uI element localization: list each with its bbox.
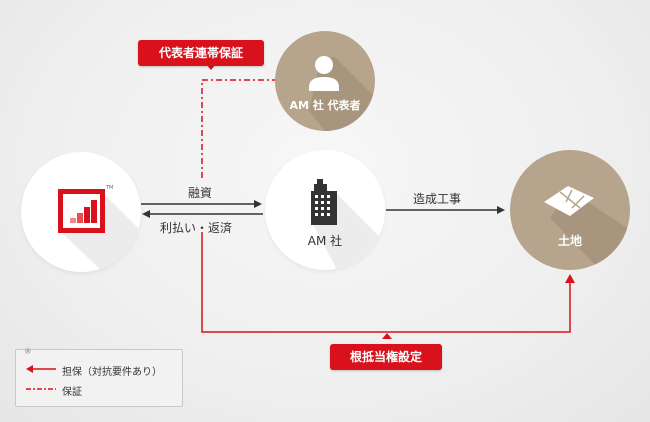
trademark-mark: TM: [106, 185, 114, 191]
loan-arrowhead: [254, 200, 262, 208]
repayment-label: 利払い・返済: [160, 221, 233, 235]
land-icon: [544, 186, 630, 270]
representative-node: AM 社 代表者: [275, 31, 375, 131]
mortgage-line: [201, 232, 571, 333]
construction-label: 造成工事: [413, 192, 462, 206]
company-label: AM 社: [307, 234, 343, 248]
guarantee-badge: 代表者連帯保証: [138, 40, 264, 66]
loan-label: 融資: [188, 186, 213, 200]
guarantee-dashed-line: [201, 79, 275, 178]
building-icon: [311, 179, 385, 270]
mortgage-badge: 根抵当権設定: [330, 344, 442, 370]
lender-node: TM: [21, 152, 141, 272]
mortgage-arrowhead: [565, 274, 575, 283]
lender-logo-icon: [58, 189, 141, 272]
construction-arrowhead: [497, 206, 505, 214]
legend-guarantee-line-icon: [26, 388, 56, 390]
mortgage-badge-pointer: [382, 333, 392, 339]
company-node: AM 社: [265, 150, 385, 270]
land-node: 土地: [510, 150, 630, 270]
legend-box: ※ 担保（対抗要件あり） 保証: [15, 347, 183, 407]
land-label: 土地: [557, 234, 582, 248]
legend-guarantee-label: 保証: [62, 387, 82, 398]
person-icon: [309, 56, 375, 131]
legend-security-label: 担保（対抗要件あり）: [62, 367, 162, 378]
representative-label: AM 社 代表者: [289, 99, 361, 112]
legend-mark: ※: [24, 347, 32, 357]
repayment-arrowhead: [142, 210, 150, 218]
legend-security-line-icon: [26, 365, 56, 373]
